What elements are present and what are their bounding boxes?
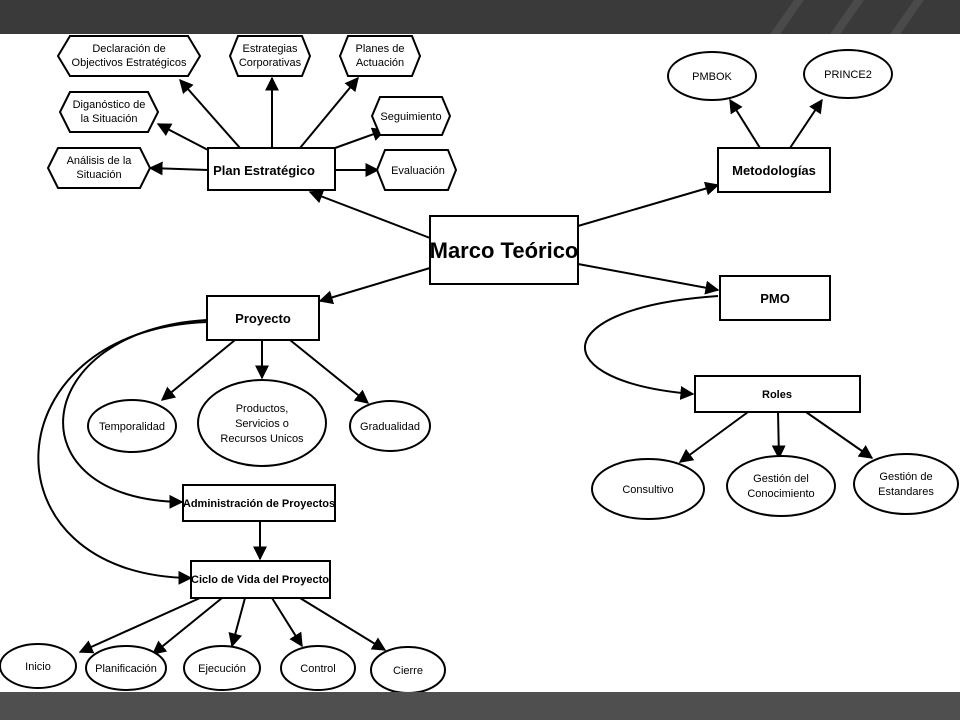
ellipse-gestion-estandares: Gestión de Estandares xyxy=(853,453,959,515)
connector-central-proyecto xyxy=(318,267,431,305)
node-plan-estrategico-label: Plan Estratégico xyxy=(213,163,315,178)
hex-diagnostico: Diganóstico de la Situación xyxy=(58,91,160,133)
connector-plan-diagnostico xyxy=(156,123,209,151)
connector-roles-consultivo xyxy=(678,411,749,463)
hex-diagnostico-line1: Diganóstico de xyxy=(73,99,146,111)
node-proyecto-label: Proyecto xyxy=(235,311,291,326)
ellipse-control-label: Control xyxy=(300,663,335,675)
hex-estrategias-line2: Corporativas xyxy=(239,57,302,69)
node-metodologias-label: Metodologías xyxy=(732,163,816,178)
ellipse-consultivo: Consultivo xyxy=(591,458,705,520)
hex-estrategias-line1: Estrategias xyxy=(242,43,298,55)
hex-analisis-line2: Situación xyxy=(76,169,121,181)
ellipse-productos-line3: Recursos Unicos xyxy=(220,433,304,445)
ellipse-cierre: Cierre xyxy=(370,646,446,694)
ellipse-consultivo-label: Consultivo xyxy=(622,484,673,496)
connector-plan-analisis xyxy=(148,161,209,176)
ellipse-pmbok: PMBOK xyxy=(667,51,757,101)
connector-metodologias-pmbok xyxy=(729,98,761,149)
connectors xyxy=(37,76,874,655)
ellipse-ejecucion-label: Ejecución xyxy=(198,663,246,675)
connector-roles-gestion-conocimiento xyxy=(771,411,786,460)
ellipse-inicio-label: Inicio xyxy=(25,661,51,673)
connector-plan-planes xyxy=(299,76,359,149)
connector-plan-seguimiento xyxy=(334,127,387,149)
ellipse-planificacion: Planificación xyxy=(85,645,167,691)
slide-top-band xyxy=(0,0,960,34)
ellipse-gestion-conocimiento-line2: Conocimiento xyxy=(747,488,814,500)
node-pmo-label: PMO xyxy=(760,291,790,306)
hex-planes: Planes de Actuación xyxy=(338,35,422,77)
hex-evaluacion: Evaluación xyxy=(375,149,458,191)
ellipse-pmbok-label: PMBOK xyxy=(692,71,732,83)
node-roles-label: Roles xyxy=(762,389,792,401)
ellipse-ejecucion: Ejecución xyxy=(183,645,261,691)
hex-seguimiento-line1: Seguimiento xyxy=(380,111,441,123)
ellipse-productos: Productos, Servicios o Recursos Unicos xyxy=(197,379,327,467)
node-plan-estrategico: Plan Estratégico xyxy=(207,147,336,191)
hex-estrategias: Estrategias Corporativas xyxy=(228,35,312,77)
hex-declaracion-line1: Declaración de xyxy=(92,43,165,55)
ellipse-productos-line1: Productos, xyxy=(236,403,289,415)
node-marco-teorico-label: Marco Teórico xyxy=(430,238,579,263)
hex-declaracion-line2: Objectivos Estratégicos xyxy=(72,57,187,69)
connector-ciclo-cierre xyxy=(299,597,387,651)
node-proyecto: Proyecto xyxy=(206,295,320,341)
ellipse-temporalidad-label: Temporalidad xyxy=(99,421,165,433)
ellipse-productos-line2: Servicios o xyxy=(235,418,289,430)
hex-evaluacion-line1: Evaluación xyxy=(391,165,445,177)
hex-analisis-line1: Análisis de la xyxy=(67,155,133,167)
ellipse-gestion-estandares-line1: Gestión de xyxy=(879,471,932,483)
connector-ciclo-inicio xyxy=(78,597,201,654)
connector-roles-gestion-estandares xyxy=(805,411,874,459)
connector-proyecto-gradualidad xyxy=(289,339,370,404)
connector-ciclo-planificacion xyxy=(151,597,223,655)
connector-proyecto-ciclo xyxy=(37,321,208,585)
ellipse-control: Control xyxy=(280,645,356,691)
node-marco-teorico: Marco Teórico xyxy=(429,215,579,285)
ellipse-gradualidad: Gradualidad xyxy=(349,400,431,452)
ellipse-planificacion-label: Planificación xyxy=(95,663,157,675)
node-ciclo-vida: Ciclo de Vida del Proyecto xyxy=(190,560,331,599)
ellipse-cierre-label: Cierre xyxy=(393,665,423,677)
connector-ciclo-ejecucion xyxy=(228,597,246,648)
ellipse-gradualidad-label: Gradualidad xyxy=(360,421,420,433)
hex-seguimiento: Seguimiento xyxy=(370,96,452,136)
node-administracion: Administración de Proyectos xyxy=(182,484,336,522)
ellipse-temporalidad: Temporalidad xyxy=(87,399,177,453)
node-roles: Roles xyxy=(694,375,861,413)
node-metodologias: Metodologías xyxy=(717,147,831,193)
node-administracion-label: Administración de Proyectos xyxy=(183,498,335,510)
hex-planes-line1: Planes de xyxy=(356,43,405,55)
node-ciclo-vida-label: Ciclo de Vida del Proyecto xyxy=(191,574,329,586)
connector-proyecto-temporalidad xyxy=(160,339,236,401)
connector-ciclo-control xyxy=(271,597,303,648)
hex-planes-line2: Actuación xyxy=(356,57,404,69)
hex-declaracion: Declaración de Objectivos Estratégicos xyxy=(56,35,202,77)
ellipse-prince2: PRINCE2 xyxy=(803,49,893,99)
connector-central-metodologias xyxy=(577,181,720,227)
connector-metodologias-prince2 xyxy=(789,98,823,149)
ellipse-gestion-conocimiento-line1: Gestión del xyxy=(753,473,809,485)
ellipse-gestion-estandares-line2: Estandares xyxy=(878,486,934,498)
ellipse-inicio: Inicio xyxy=(0,643,77,689)
connector-central-plan xyxy=(308,189,431,239)
connector-plan-declaracion xyxy=(179,78,241,149)
slide-bottom-band xyxy=(0,692,960,720)
connector-pmo-roles xyxy=(584,295,719,400)
node-pmo: PMO xyxy=(719,275,831,321)
connector-central-pmo xyxy=(577,263,720,295)
hex-analisis: Análisis de la Situación xyxy=(46,147,152,189)
hex-diagnostico-line2: la Situación xyxy=(81,113,138,125)
ellipse-gestion-conocimiento: Gestión del Conocimiento xyxy=(726,455,836,517)
ellipse-prince2-label: PRINCE2 xyxy=(824,69,872,81)
